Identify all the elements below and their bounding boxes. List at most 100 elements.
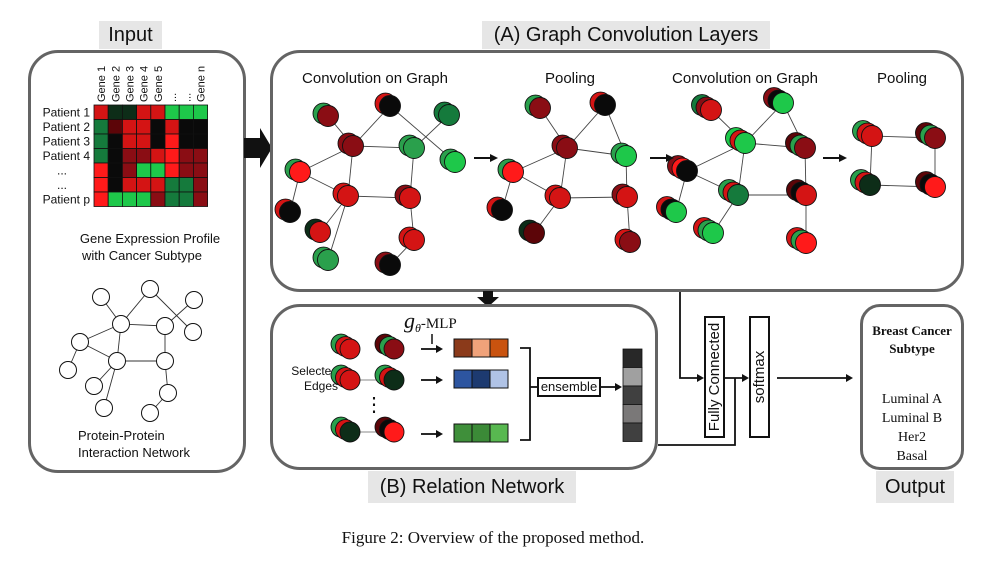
patient-label: Patient 1 [43, 105, 91, 119]
node-layer [339, 421, 361, 443]
output-classes: Luminal A Luminal B Her2 Basal [860, 390, 964, 466]
output-title-line-1: Breast Cancer [872, 323, 952, 338]
graph-stages [274, 87, 946, 276]
graph-node [439, 148, 466, 173]
mlp-subscript: θ [415, 321, 421, 335]
graph-edge [327, 195, 349, 261]
embedding-cell [471, 369, 491, 389]
node-layer [339, 338, 361, 360]
output-class-luminal-b: Luminal B [881, 411, 943, 426]
gene-label: ... [181, 93, 193, 102]
graph-node [589, 91, 616, 116]
node-layer [502, 161, 524, 183]
node-layer [549, 187, 571, 209]
patient-label: Patient 4 [43, 149, 91, 163]
network-caption-line-2: Interaction Network [78, 445, 190, 460]
node-layer [924, 127, 946, 149]
embedding-cell [471, 423, 491, 443]
node-layer [339, 369, 361, 391]
input-tag: Input [99, 21, 162, 49]
heatmap-caption-line-1: Gene Expression Profile [79, 231, 221, 246]
mlp-arrowhead [436, 376, 443, 384]
node-layer [529, 97, 551, 119]
conv-to-relation-arrow [477, 291, 499, 307]
mlp-arrowhead [436, 430, 443, 438]
graph-node [763, 87, 794, 114]
stage-title-conv-1: Convolution on Graph [302, 70, 448, 87]
relation-output-cell [622, 348, 643, 368]
ppi-node [59, 361, 77, 379]
node-layer [772, 92, 794, 114]
graph-node [786, 227, 817, 254]
network-caption: Protein-Protein Interaction Network [78, 427, 228, 461]
node-layer [317, 249, 339, 271]
ensemble-label: ensemble [540, 379, 598, 394]
ppi-node [112, 315, 130, 333]
node-layer [438, 104, 460, 126]
node-layer [491, 199, 513, 221]
softmax-to-output-arrowhead [846, 374, 853, 382]
ppi-node [108, 352, 126, 370]
node-layer [523, 222, 545, 244]
graph-node [667, 155, 698, 182]
node-layer [337, 185, 359, 207]
node-layer [444, 151, 466, 173]
graph-node [398, 226, 425, 251]
network-caption-line-1: Protein-Protein [78, 428, 165, 443]
patient-label: ... [57, 178, 67, 192]
edge-node [330, 333, 361, 360]
ppi-node [85, 377, 103, 395]
output-class-her2: Her2 [898, 430, 926, 445]
node-layer [317, 105, 339, 127]
stage-arrowhead [839, 154, 847, 162]
graph-node [693, 217, 724, 244]
graph-node [850, 169, 881, 196]
edge-node [330, 416, 361, 443]
output-panel [860, 304, 964, 470]
graph-node [497, 158, 524, 183]
node-layer [615, 145, 637, 167]
conv-to-fc-arrowhead [697, 374, 704, 382]
patient-label: Patient 3 [43, 134, 91, 148]
conv-to-fc-line [679, 292, 698, 379]
stage-arrowhead [666, 154, 674, 162]
graph-node [332, 182, 359, 207]
stage-title-pool-1: Pooling [544, 70, 596, 87]
patient-label: ... [57, 163, 67, 177]
ppi-node [184, 323, 202, 341]
fully-connected-box [704, 316, 725, 438]
mlp-suffix: -MLP [420, 316, 457, 332]
graph-node [544, 184, 571, 209]
patient-label: Patient 2 [43, 120, 91, 134]
graph-node [337, 132, 364, 157]
relation-tag: (B) Relation Network [368, 471, 576, 503]
softmax-label: softmax [751, 350, 768, 404]
graph-node [611, 183, 638, 208]
gene-label: ... [167, 93, 179, 102]
node-layer [795, 232, 817, 254]
graph-node [551, 134, 578, 159]
node-layer [594, 94, 616, 116]
graph-node [725, 127, 756, 154]
graph-node [394, 184, 421, 209]
ppi-node [92, 288, 110, 306]
edges-ellipsis: ⋮ [364, 394, 384, 416]
ppi-node [71, 333, 89, 351]
graph-node [374, 251, 401, 276]
output-title: Breast Cancer Subtype [860, 322, 964, 358]
node-layer [289, 161, 311, 183]
mlp-label: gθ-MLP [404, 308, 457, 336]
heatmap-caption-line-2: with Cancer Subtype [82, 248, 202, 263]
node-layer [861, 125, 883, 147]
ensemble-box: ensemble [537, 377, 601, 397]
heatmap-cell [192, 191, 208, 207]
graph-node [518, 219, 545, 244]
node-layer [700, 99, 722, 121]
graph-node [524, 94, 551, 119]
fc-to-softmax-arrowhead [742, 374, 749, 382]
mlp-arrowhead [436, 345, 443, 353]
graph-node [718, 179, 749, 206]
node-layer [665, 201, 687, 223]
